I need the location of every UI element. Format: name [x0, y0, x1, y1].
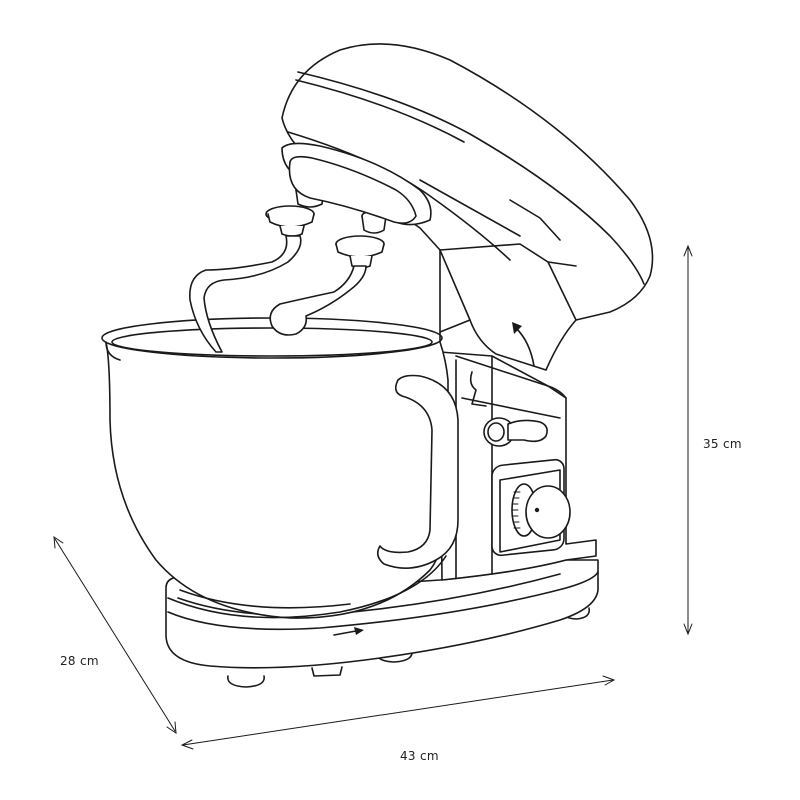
mixing-bowl: [101, 317, 449, 619]
rotation-direction-arrow: [333, 630, 357, 636]
left-dough-hook: [189, 235, 302, 353]
tilt-release-lever[interactable]: [483, 417, 548, 447]
right-attachment-shaft: [335, 210, 387, 269]
lever-slot: [461, 371, 561, 419]
depth-dimension-label: 28 cm: [60, 654, 99, 668]
bowl-handle: [376, 374, 459, 569]
width-dimension-label: 43 cm: [400, 749, 439, 763]
depth-dimension-line: [53, 536, 177, 734]
head-collar: [288, 155, 417, 224]
right-dough-hook: [269, 265, 367, 336]
tilt-direction-arrow: [512, 322, 535, 367]
height-dimension-line: [683, 244, 693, 636]
speed-dial-knob[interactable]: [511, 483, 571, 539]
height-dimension-label: 35 cm: [703, 437, 742, 451]
width-dimension-line: [180, 675, 616, 750]
dial-indicator-dot: [534, 507, 540, 513]
